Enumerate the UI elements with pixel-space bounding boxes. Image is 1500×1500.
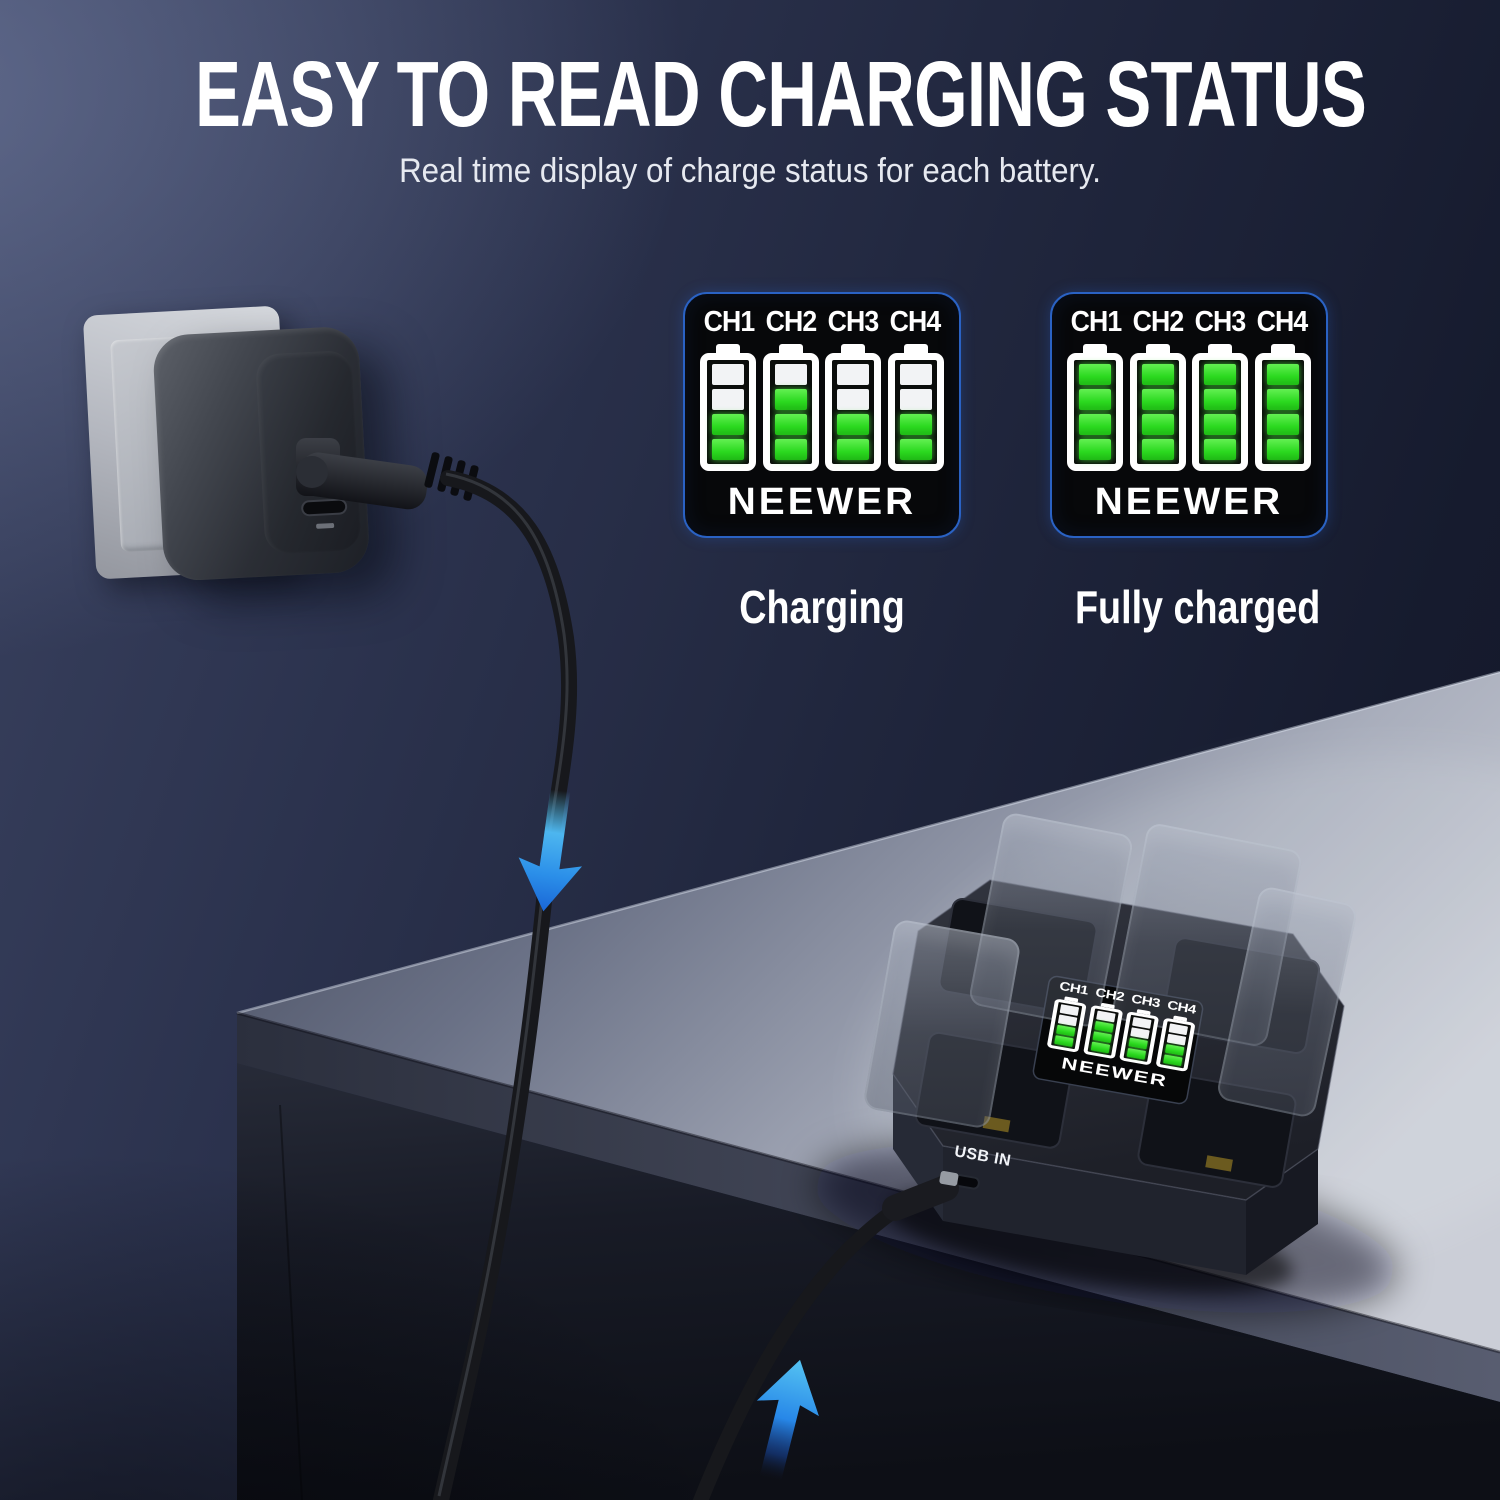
segment-filled xyxy=(1079,439,1111,460)
segment-empty xyxy=(899,389,932,410)
segment-filled xyxy=(1163,1054,1183,1067)
battery-level-icon xyxy=(762,344,819,471)
channel-label: CH2 xyxy=(1132,306,1185,338)
device-side-right xyxy=(1246,1149,1318,1275)
battery-level-icon xyxy=(1046,995,1088,1053)
segment-filled xyxy=(1079,414,1111,435)
status-label-charging: Charging xyxy=(739,581,905,633)
battery-level-icon xyxy=(887,344,944,471)
segment-empty xyxy=(899,364,932,385)
channel-label: CH3 xyxy=(1194,306,1247,338)
battery-level-icon xyxy=(1129,344,1186,471)
segment-filled xyxy=(1054,1035,1074,1048)
segment-filled xyxy=(712,439,744,460)
channel-label: CH4 xyxy=(889,306,942,338)
battery-nub xyxy=(1083,344,1107,353)
segment-filled xyxy=(1204,439,1237,460)
segment-filled xyxy=(1204,389,1237,410)
usb-in-port xyxy=(937,1170,981,1191)
segment-filled xyxy=(899,439,932,460)
segment-empty xyxy=(837,389,870,410)
segment-filled xyxy=(1079,389,1111,410)
segment-filled xyxy=(774,389,807,410)
page-subtitle: Real time display of charge status for e… xyxy=(399,152,1101,190)
battery-level-icon xyxy=(1192,344,1249,471)
segment-filled xyxy=(1266,439,1299,460)
segment-filled xyxy=(837,439,870,460)
segment-filled xyxy=(774,414,807,435)
status-panel-charging: CH1 CH2 CH3 CH4 NEEWER Charging xyxy=(683,292,961,634)
battery-level-icon xyxy=(700,344,756,471)
channel-label: CH1 xyxy=(703,306,756,338)
battery-row xyxy=(700,344,944,471)
battery-level-icon xyxy=(1254,344,1311,471)
battery-level-icon xyxy=(1119,1007,1160,1066)
channel-label: CH3 xyxy=(827,306,880,338)
battery-nub xyxy=(1270,344,1295,353)
brand-logo: NEEWER xyxy=(1094,481,1284,523)
battery-level-icon xyxy=(1067,344,1123,471)
segment-filled xyxy=(1090,1041,1110,1054)
channel-label: CH1 xyxy=(1070,306,1123,338)
usb-in-label: USB IN xyxy=(953,1143,1013,1170)
battery-nub xyxy=(716,344,740,353)
segment-empty xyxy=(712,389,744,410)
channel-label: CH2 xyxy=(765,306,818,338)
segment-filled xyxy=(837,414,870,435)
channel-label: CH4 xyxy=(1256,306,1309,338)
segment-filled xyxy=(1079,364,1111,385)
segment-filled xyxy=(1266,364,1299,385)
lcd-display: CH1 CH2 CH3 CH4 NEEWER xyxy=(683,292,961,538)
segment-filled xyxy=(1204,414,1237,435)
segment-filled xyxy=(1141,439,1174,460)
battery-nub xyxy=(903,344,928,353)
page-title: EASY TO READ CHARGING STATUS xyxy=(195,42,1367,146)
segment-filled xyxy=(1126,1047,1147,1060)
battery-row xyxy=(1067,344,1311,471)
channel-labels: CH1 CH2 CH3 CH4 xyxy=(1067,306,1311,339)
battery-level-icon xyxy=(1155,1014,1197,1072)
segment-empty xyxy=(712,364,744,385)
segment-empty xyxy=(837,364,870,385)
lcd-display: CH1 CH2 CH3 CH4 NEEWER xyxy=(1050,292,1328,538)
battery-level-icon xyxy=(1082,1001,1124,1060)
status-panel-fully-charged: CH1 CH2 CH3 CH4 NEEWER Fully charged xyxy=(1050,292,1328,634)
battery-nub xyxy=(841,344,866,353)
segment-filled xyxy=(1204,364,1237,385)
brand-logo: NEEWER xyxy=(727,481,917,523)
battery-nub xyxy=(1208,344,1233,353)
battery-nub xyxy=(778,344,803,353)
battery-nub xyxy=(1145,344,1170,353)
segment-filled xyxy=(712,414,744,435)
segment-filled xyxy=(1266,414,1299,435)
status-label-fully-charged: Fully charged xyxy=(1075,581,1321,633)
bay-contact xyxy=(1205,1155,1233,1172)
segment-filled xyxy=(1141,389,1174,410)
ghost-battery xyxy=(862,918,1022,1130)
segment-filled xyxy=(1266,389,1299,410)
segment-filled xyxy=(774,439,807,460)
battery-level-icon xyxy=(825,344,882,471)
segment-filled xyxy=(1141,364,1174,385)
segment-empty xyxy=(774,364,807,385)
segment-filled xyxy=(1141,414,1174,435)
channel-labels: CH1 CH2 CH3 CH4 xyxy=(700,306,944,339)
segment-filled xyxy=(899,414,932,435)
